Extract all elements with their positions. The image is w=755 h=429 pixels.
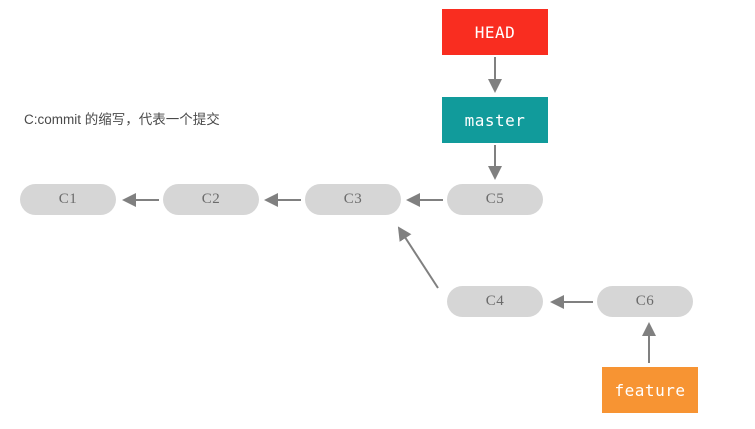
ref-box-master[interactable]: master bbox=[442, 97, 548, 143]
ref-label-feature: feature bbox=[614, 380, 686, 400]
commit-node-c2[interactable]: C2 bbox=[163, 184, 259, 215]
commit-node-c4[interactable]: C4 bbox=[447, 286, 543, 317]
commit-label: C2 bbox=[201, 191, 221, 207]
ref-box-feature[interactable]: feature bbox=[602, 367, 698, 413]
commit-node-c5[interactable]: C5 bbox=[447, 184, 543, 215]
commit-label: C5 bbox=[485, 191, 505, 207]
commit-node-c6[interactable]: C6 bbox=[597, 286, 693, 317]
ref-label-head: HEAD bbox=[474, 22, 516, 42]
commit-label: C1 bbox=[58, 191, 78, 207]
commit-label: C6 bbox=[635, 293, 655, 309]
ref-box-head[interactable]: HEAD bbox=[442, 9, 548, 55]
commit-node-c3[interactable]: C3 bbox=[305, 184, 401, 215]
ref-label-master: master bbox=[464, 110, 526, 130]
commit-label: C3 bbox=[343, 191, 363, 207]
legend-caption: C:commit 的缩写，代表一个提交 bbox=[24, 112, 220, 127]
commit-node-c1[interactable]: C1 bbox=[20, 184, 116, 215]
edge-c4-to-c3 bbox=[397, 226, 439, 289]
commit-label: C4 bbox=[485, 293, 505, 309]
